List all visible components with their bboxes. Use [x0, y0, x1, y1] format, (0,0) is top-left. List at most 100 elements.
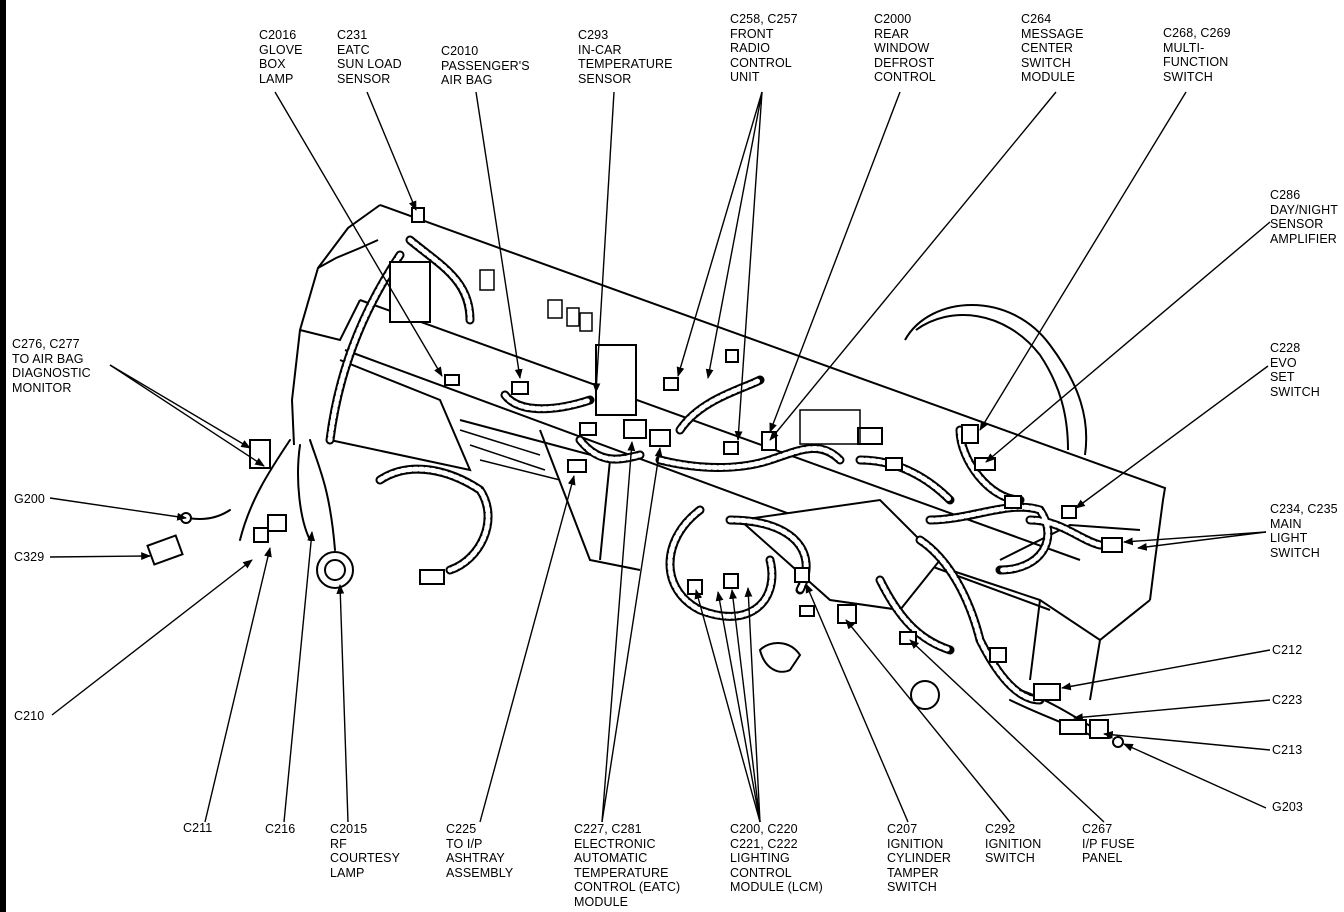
label-line: G203	[1272, 800, 1303, 814]
label-line: C234, C235	[1270, 502, 1338, 516]
steering-wheel-outline	[904, 304, 1088, 456]
label-line: CONTROL	[730, 865, 792, 880]
label-line: GLOVE	[259, 42, 303, 57]
scan-edge	[0, 0, 6, 912]
label-line: IGNITION	[887, 836, 944, 851]
label-line: C221, C222	[730, 836, 798, 851]
label-line: C264	[1021, 12, 1052, 26]
label-line: C2015	[330, 822, 368, 836]
label-line: ELECTRONIC	[574, 836, 656, 851]
label-line: SWITCH	[985, 851, 1035, 866]
label-line: REAR	[874, 26, 910, 41]
label-line: SWITCH	[1270, 545, 1320, 560]
label-line: TEMPERATURE	[578, 57, 673, 72]
label-line: TAMPER	[887, 865, 939, 880]
label-line: CENTER	[1021, 41, 1073, 56]
label-line: C227, C281	[574, 822, 642, 836]
label-line: SWITCH	[887, 880, 937, 895]
label-line: LAMP	[259, 71, 294, 86]
label-line: C212	[1272, 643, 1303, 657]
label-line: SWITCH	[1021, 55, 1071, 70]
label-g200: G200	[14, 492, 45, 507]
connector-blocks	[146, 207, 1124, 748]
label-line: SWITCH	[1270, 384, 1320, 399]
label-c329: C329	[14, 550, 44, 565]
label-line: RADIO	[730, 41, 771, 56]
label-line: C216	[265, 822, 296, 836]
label-line: FRONT	[730, 26, 774, 41]
label-line: EATC	[337, 42, 370, 57]
label-line: PANEL	[1082, 851, 1123, 866]
label-line: AUTOMATIC	[574, 851, 648, 866]
label-line: C258, C257	[730, 12, 798, 26]
label-line: SENSOR	[1270, 217, 1324, 232]
label-line: FUNCTION	[1163, 55, 1229, 70]
label-line: C293	[578, 28, 609, 42]
label-line: C213	[1272, 743, 1303, 757]
label-line: TO I/P	[446, 836, 483, 851]
label-line: ASSEMBLY	[446, 865, 514, 880]
label-line: C228	[1270, 341, 1301, 355]
label-line: TEMPERATURE	[574, 865, 669, 880]
label-line: C276, C277	[12, 337, 80, 351]
label-line: AIR BAG	[441, 73, 493, 88]
label-line: MONITOR	[12, 380, 72, 395]
label-line: C200, C220	[730, 822, 798, 836]
label-line: CONTROL	[730, 55, 792, 70]
label-line: RF	[330, 836, 347, 851]
label-line: G200	[14, 492, 45, 506]
label-line: IN-CAR	[578, 42, 622, 57]
leader-lines	[49, 91, 1271, 823]
label-line: C211	[183, 821, 213, 835]
label-c216: C216	[265, 822, 295, 837]
label-line: SUN LOAD	[337, 57, 402, 72]
label-line: C292	[985, 822, 1016, 836]
label-line: C223	[1272, 693, 1303, 707]
steering-column-outline	[316, 498, 942, 710]
label-line: MODULE	[1021, 70, 1076, 85]
label-line: EVO	[1270, 355, 1297, 370]
label-c212: C212	[1272, 643, 1302, 658]
label-line: MAIN	[1270, 516, 1302, 531]
label-line: LAMP	[330, 865, 365, 880]
label-line: C329	[14, 550, 45, 564]
label-line: C2000	[874, 12, 912, 26]
label-line: CONTROL (EATC)	[574, 880, 681, 895]
label-c211: C211	[183, 821, 212, 836]
label-line: UNIT	[730, 70, 760, 85]
label-line: I/P FUSE	[1082, 836, 1135, 851]
label-line: MESSAGE	[1021, 26, 1084, 41]
label-line: C210	[14, 709, 45, 723]
label-line: C268, C269	[1163, 26, 1231, 40]
label-line: C231	[337, 28, 368, 42]
label-line: MODULE (LCM)	[730, 880, 823, 895]
duct-outlines	[459, 269, 861, 481]
label-line: AMPLIFIER	[1270, 231, 1337, 246]
label-line: DAY/NIGHT	[1270, 202, 1339, 217]
label-line: C2016	[259, 28, 297, 42]
label-line: SET	[1270, 370, 1295, 385]
label-line: C286	[1270, 188, 1301, 202]
label-line: LIGHTING	[730, 851, 790, 866]
label-line: MULTI-	[1163, 40, 1205, 55]
label-line: DIAGNOSTIC	[12, 366, 91, 381]
label-line: LIGHT	[1270, 531, 1308, 546]
label-line: CONTROL	[874, 70, 936, 85]
label-line: PASSENGER'S	[441, 58, 530, 73]
label-c223: C223	[1272, 693, 1302, 708]
label-line: BOX	[259, 57, 286, 72]
